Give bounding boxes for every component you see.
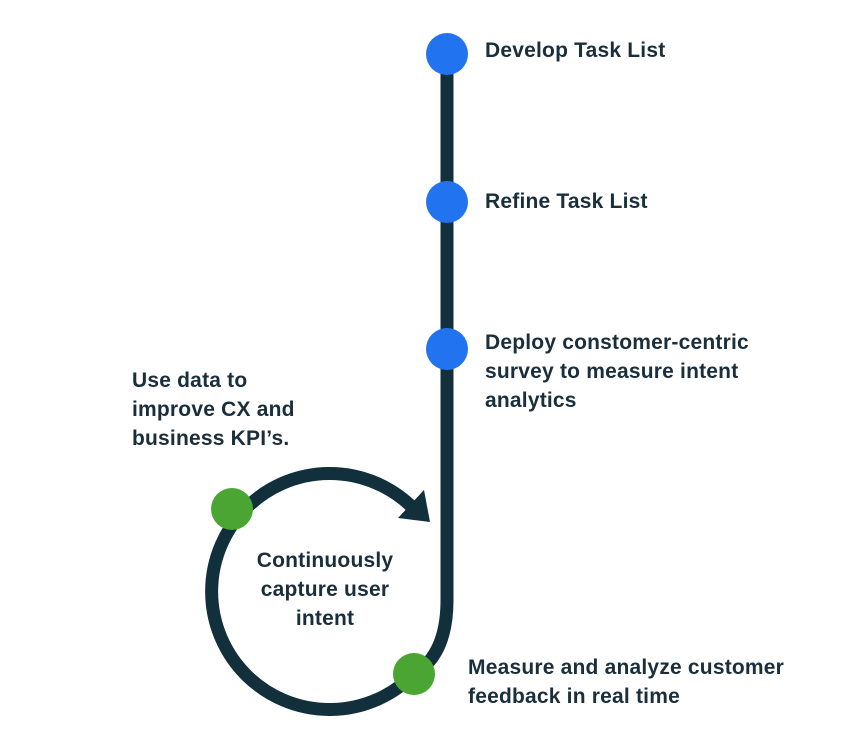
step-label-deploy: Deploy constomer-centric survey to measu… <box>485 331 749 412</box>
loop-center-label: Continuously capture user intent <box>256 549 394 630</box>
node-refine <box>426 181 468 223</box>
node-measure <box>393 653 435 695</box>
node-usedata <box>211 488 253 530</box>
step-label-develop: Develop Task List <box>485 39 666 62</box>
node-develop <box>426 33 468 75</box>
step-label-usedata: Use data to improve CX and business KPI’… <box>132 369 295 450</box>
step-label-measure: Measure and analyze customer feedback in… <box>468 656 785 708</box>
node-deploy <box>426 328 468 370</box>
loop-arc <box>205 467 421 716</box>
arrowhead-icon <box>398 490 430 522</box>
step-label-refine: Refine Task List <box>485 190 648 213</box>
